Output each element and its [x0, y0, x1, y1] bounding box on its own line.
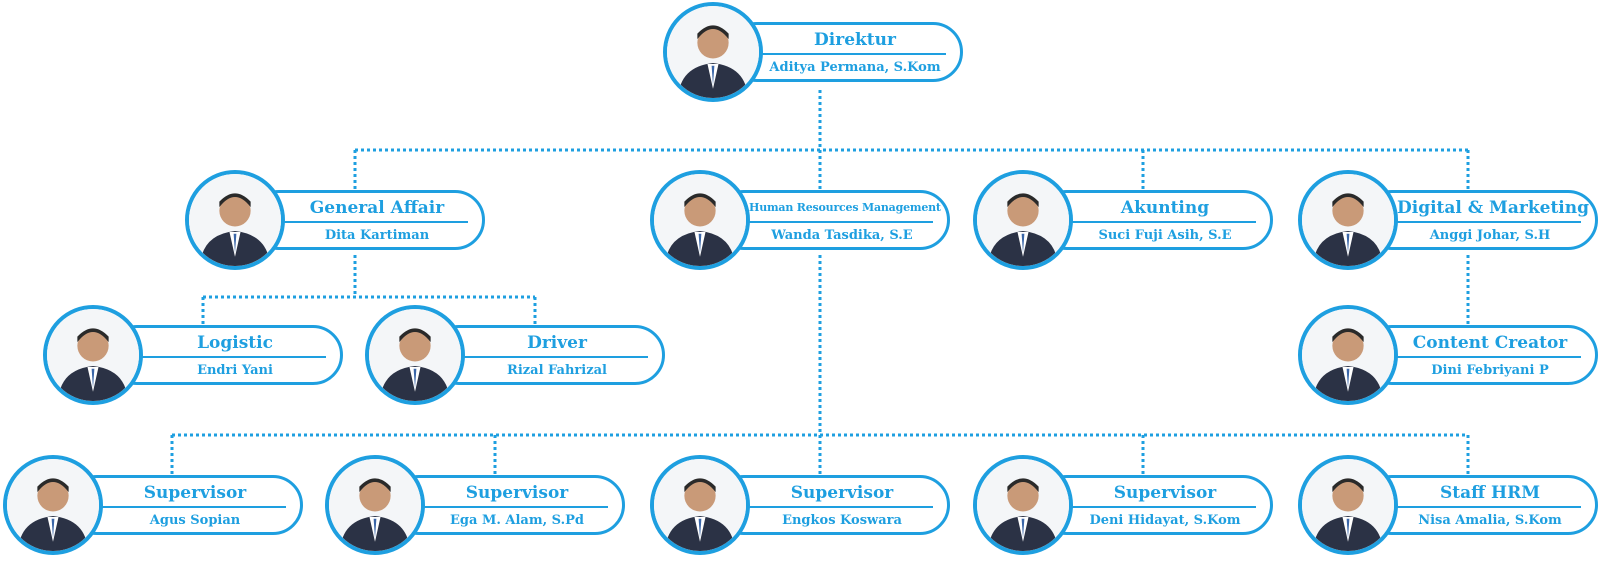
divider-line: [758, 53, 946, 55]
divider-line: [280, 221, 468, 223]
name-plate: Staff HRM Nisa Amalia, S.Kom: [1362, 475, 1598, 535]
divider-line: [1393, 356, 1581, 358]
person-name: Suci Fuji Asih, S.E: [1098, 228, 1232, 243]
person-name: Agus Sopian: [149, 513, 241, 528]
person-photo-icon: [973, 455, 1073, 555]
person-name: Endri Yani: [197, 363, 273, 378]
person-name: Dita Kartiman: [324, 228, 430, 243]
divider-line: [1068, 221, 1256, 223]
divider-line: [138, 356, 326, 358]
person-photo-icon: [650, 455, 750, 555]
person-photo-icon: [973, 170, 1073, 270]
person-photo-icon: [3, 455, 103, 555]
person-name: Dini Febriyani P: [1431, 363, 1549, 378]
position-title: Direktur: [814, 30, 896, 50]
person-photo-icon: [1298, 305, 1398, 405]
person-name: Rizal Fahrizal: [507, 363, 607, 378]
person-photo-icon: [663, 2, 763, 102]
person-photo-icon: [365, 305, 465, 405]
divider-line: [1393, 506, 1581, 508]
person-photo-icon: [325, 455, 425, 555]
position-title: Supervisor: [1113, 483, 1217, 503]
person-name: Engkos Koswara: [782, 513, 902, 528]
position-title: Supervisor: [465, 483, 569, 503]
position-title: Human Resources Management: [749, 201, 941, 214]
position-title: Supervisor: [143, 483, 247, 503]
divider-line: [420, 506, 608, 508]
position-title: Akunting: [1120, 198, 1210, 218]
divider-line: [1393, 221, 1581, 223]
person-name: Ega M. Alam, S.Pd: [450, 513, 584, 528]
position-title: Supervisor: [790, 483, 894, 503]
person-name: Nisa Amalia, S.Kom: [1418, 513, 1562, 528]
person-photo-icon: [1298, 455, 1398, 555]
person-photo-icon: [43, 305, 143, 405]
person-name: Deni Hidayat, S.Kom: [1089, 513, 1241, 528]
position-title: Digital & Marketing: [1397, 198, 1589, 218]
person-photo-icon: [650, 170, 750, 270]
divider-line: [745, 506, 933, 508]
person-name: Anggi Johar, S.H: [1429, 228, 1551, 243]
org-node-staff-hrm: Staff HRM Nisa Amalia, S.Kom: [1298, 455, 1598, 555]
divider-line: [745, 221, 933, 223]
divider-line: [1068, 506, 1256, 508]
divider-line: [98, 506, 286, 508]
position-title: Staff HRM: [1439, 483, 1541, 503]
position-title: Logistic: [197, 333, 273, 353]
position-title: General Affair: [309, 198, 445, 218]
position-title: Driver: [527, 333, 587, 353]
person-photo-icon: [1298, 170, 1398, 270]
position-title: Content Creator: [1412, 333, 1568, 353]
person-photo-icon: [185, 170, 285, 270]
person-name: Aditya Permana, S.Kom: [769, 60, 941, 75]
divider-line: [460, 356, 648, 358]
person-name: Wanda Tasdika, S.E: [771, 228, 913, 243]
